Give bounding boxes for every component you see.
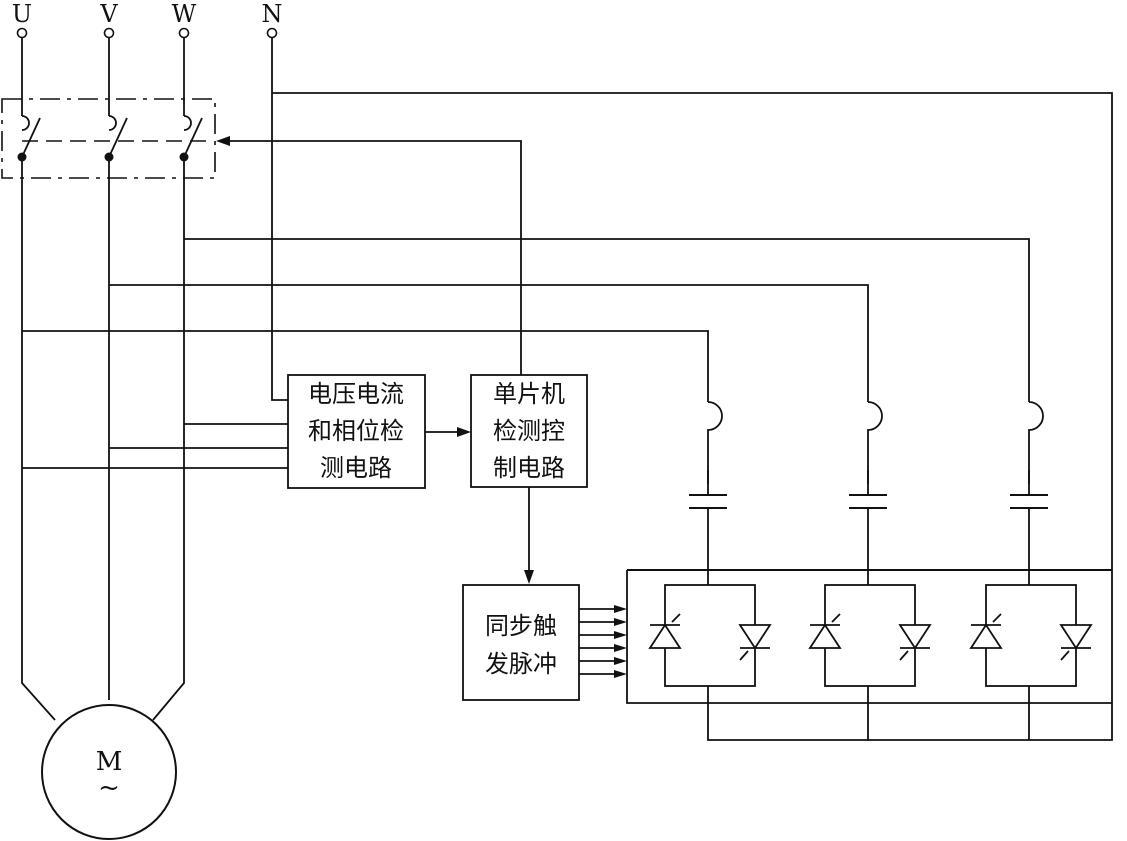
fuse-sensor-3 (1028, 401, 1044, 484)
terminal-v (103, 27, 115, 39)
neutral-return-line (272, 92, 1113, 741)
trip-arrow-head (216, 136, 230, 146)
breaker-pivot-u (17, 152, 27, 162)
scr-forward-3 (969, 623, 1003, 649)
breaker-pivot-w (179, 152, 189, 162)
tap-w-to-module3 (184, 238, 1030, 402)
terminal-label-u: U (12, 0, 32, 28)
motor: M ~ (41, 704, 177, 840)
tap-v-to-module2 (109, 284, 869, 402)
thyristor-enclosure-frame (626, 570, 1112, 704)
scr-reverse-gate-1 (739, 647, 770, 661)
pulse-arrow-2 (614, 618, 627, 626)
pulse-arrow-1 (614, 605, 627, 613)
terminal-label-v: V (99, 0, 118, 28)
module-box-1 (664, 584, 756, 687)
pulse-arrow-6 (614, 670, 627, 678)
terminal-u (16, 27, 28, 39)
breaker-contact-w (183, 117, 203, 158)
motor-ac-symbol: ~ (98, 773, 120, 803)
module-output-2 (867, 686, 1029, 741)
trigger-block-line-1: 同步触 (485, 612, 557, 640)
scr-forward-gate-2 (810, 613, 841, 626)
terminal-label-w: W (172, 0, 197, 28)
scr-forward-gate-1 (650, 613, 681, 626)
mcu-block-line-2: 检测控 (493, 417, 565, 445)
thyristor-module-3 (969, 401, 1093, 740)
mcu-block: 单片机 检测控 制电路 (470, 374, 588, 488)
scr-forward-1 (648, 623, 682, 649)
breaker-arc-w (183, 115, 192, 131)
trip-signal-line (224, 140, 522, 375)
capacitor-3 (1010, 494, 1048, 509)
capacitor-2 (849, 494, 887, 509)
scr-reverse-gate-2 (899, 647, 930, 661)
detect-to-mcu-arrow (457, 427, 471, 437)
fuse-sensor-1 (707, 401, 723, 484)
terminal-group: U V W N (12, 0, 283, 39)
scr-forward-2 (808, 623, 842, 649)
breaker-arc-u (21, 115, 30, 131)
detect-block-line-2: 和相位检 (308, 417, 404, 445)
module-box-2 (824, 584, 916, 687)
detect-block: 电压电流 和相位检 测电路 (287, 374, 426, 489)
thyristor-module-1 (648, 401, 868, 741)
thyristor-module-2 (808, 401, 1029, 741)
phase-w-line (152, 157, 185, 721)
mcu-to-trigger-arrow (524, 570, 534, 584)
detect-block-line-3: 测电路 (320, 454, 392, 482)
scr-reverse-1 (738, 624, 772, 650)
motor-circle (41, 704, 177, 840)
module-output-1 (707, 686, 868, 741)
breaker-arc-v (108, 115, 117, 131)
terminal-label-n: N (262, 0, 283, 28)
motor-label: M (96, 747, 123, 777)
tap-u-to-module1 (22, 330, 709, 402)
terminal-n (266, 27, 278, 39)
pulse-arrow-3 (614, 631, 627, 639)
trigger-pulse-lines (579, 605, 627, 678)
module-box-3 (985, 584, 1077, 687)
breaker-pivot-v (104, 152, 114, 162)
detect-block-line-1: 电压电流 (308, 380, 404, 408)
trigger-block: 同步触 发脉冲 (462, 584, 580, 701)
pulse-arrow-4 (614, 644, 627, 652)
pulse-arrow-5 (614, 657, 627, 665)
scr-reverse-3 (1059, 624, 1093, 650)
fuse-sensor-2 (867, 401, 883, 484)
phase-lines (21, 38, 185, 721)
phase-u-line (21, 157, 56, 721)
scr-reverse-2 (898, 624, 932, 650)
mcu-block-line-3: 制电路 (493, 454, 565, 482)
scr-reverse-gate-3 (1060, 647, 1091, 661)
scr-forward-gate-3 (971, 613, 1002, 626)
capacitor-1 (689, 494, 727, 509)
breaker-enclosure (1, 98, 216, 179)
main-breaker (1, 98, 522, 375)
neutral-to-detector (271, 38, 288, 401)
breaker-contact-u (21, 117, 41, 158)
mcu-block-line-1: 单片机 (493, 380, 565, 408)
trigger-block-box (462, 584, 580, 701)
trigger-block-line-2: 发脉冲 (485, 650, 557, 678)
breaker-contact-v (108, 117, 128, 158)
terminal-w (178, 27, 190, 39)
